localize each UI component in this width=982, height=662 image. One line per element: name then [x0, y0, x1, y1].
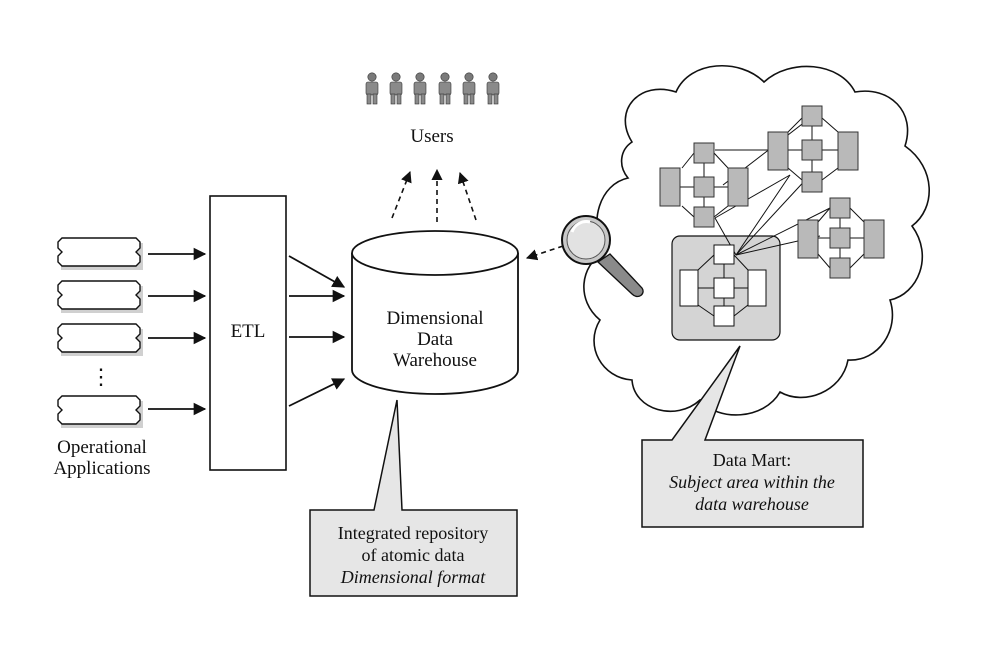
repository-line3: Dimensional format	[340, 567, 487, 587]
arrow	[288, 378, 346, 407]
etl-box: ETL	[209, 195, 287, 471]
entity-box	[693, 142, 715, 164]
warehouse-label-line3: Warehouse	[393, 350, 477, 371]
apps-to-etl-arrows	[148, 247, 207, 416]
entity-box	[801, 139, 823, 161]
warehouse-label-line2: Data	[417, 329, 453, 350]
repository-callout: Integrated repository of atomic data Dim…	[309, 399, 518, 597]
entity-box	[693, 206, 715, 228]
user-icon	[389, 72, 403, 105]
entity-box	[679, 269, 699, 307]
user-icon	[486, 72, 500, 105]
application-box	[57, 395, 143, 428]
arrow	[288, 255, 346, 288]
entity-box	[713, 277, 735, 299]
data-mart-desc-line1: Subject area within the	[669, 472, 835, 492]
ellipsis: ⋮	[90, 364, 112, 389]
entity-box	[829, 197, 851, 219]
entity-box	[801, 171, 823, 193]
application-box	[57, 280, 143, 313]
users-label: Users	[410, 126, 453, 147]
entity-box	[797, 219, 819, 259]
entity-box	[829, 257, 851, 279]
application-box	[57, 237, 143, 270]
entity-box	[829, 227, 851, 249]
entity-box	[693, 176, 715, 198]
entity-box	[659, 167, 681, 207]
warehouse-cylinder: Dimensional Data Warehouse	[351, 230, 519, 395]
entity-box	[713, 305, 735, 327]
etl-to-warehouse-arrows	[288, 255, 346, 407]
warehouse-label-line1: Dimensional	[386, 308, 483, 329]
entity-box	[863, 219, 885, 259]
dashed-arrow	[391, 170, 412, 219]
entity-box	[713, 244, 735, 265]
operational-applications	[57, 237, 143, 428]
user-icon	[462, 72, 476, 105]
users-arrows	[391, 168, 477, 222]
entity-box	[767, 131, 789, 171]
dashed-arrow	[457, 171, 477, 221]
entity-box	[801, 105, 823, 127]
data-mart-desc-line2: data warehouse	[695, 494, 809, 514]
repository-line2: of atomic data	[362, 545, 465, 565]
etl-label: ETL	[231, 321, 266, 342]
data-mart-cluster	[679, 244, 767, 327]
operational-label-line2: Applications	[53, 458, 150, 479]
entity-box	[727, 167, 749, 207]
magnifier-dashed-arrow	[525, 245, 564, 261]
magnifier-icon	[561, 215, 644, 298]
user-icon	[365, 72, 379, 105]
users-group: Users	[365, 72, 500, 147]
data-mart-title: Data Mart:	[713, 450, 791, 470]
operational-label-line1: Operational	[57, 437, 147, 458]
user-icon	[438, 72, 452, 105]
application-box	[57, 323, 143, 356]
user-icon	[413, 72, 427, 105]
entity-box	[747, 269, 767, 307]
repository-line1: Integrated repository	[338, 523, 488, 543]
data-mart-callout: Data Mart: Subject area within the data …	[641, 345, 864, 528]
entity-box	[837, 131, 859, 171]
